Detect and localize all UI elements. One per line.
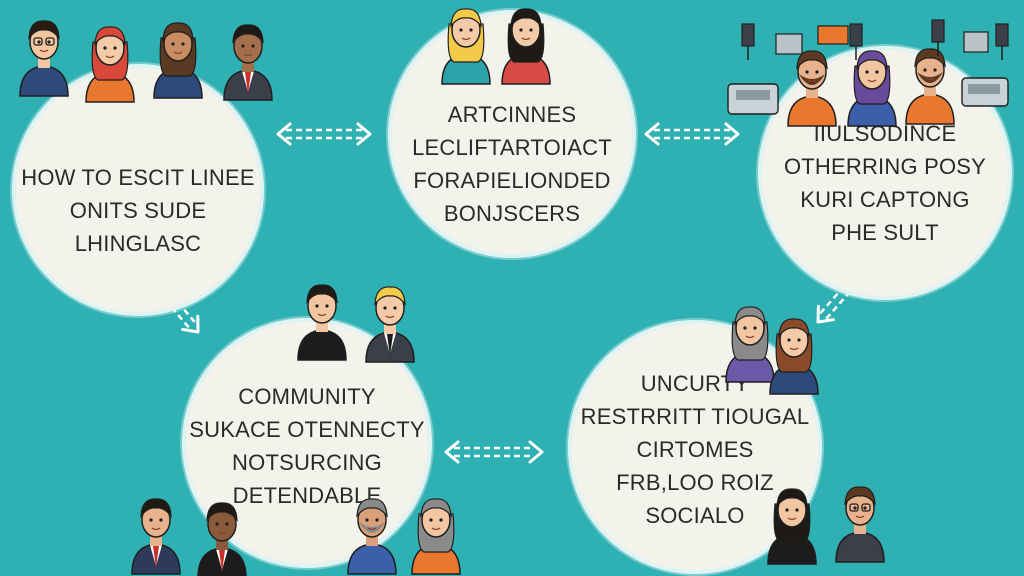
node-text-line: LHINGLASC: [74, 230, 202, 256]
node-text-line: ARTCINNES: [447, 102, 577, 127]
node-text-line: ONITS SUDE: [69, 197, 207, 223]
person-dark-suit-icon: [197, 502, 247, 576]
machine-icon: [727, 77, 1009, 115]
person-brown-hair-icon: [769, 318, 819, 395]
person-beard-icon: [787, 50, 837, 127]
person-glasses-icon: [19, 20, 69, 97]
person-orange-icon: [411, 498, 461, 575]
node-text-line: COMMUNITY: [238, 384, 376, 409]
node-text-line: BONJSCERS: [443, 201, 581, 226]
person-red-tie-icon: [131, 498, 181, 575]
circle-node-artcinnes: ARTCINNES LECLIFTARTOIACT FORAPIELIONDED…: [388, 10, 636, 258]
circle-node-how-to: HOW TO ESCIT LINEE ONITS SUDE LHINGLASC: [12, 64, 264, 316]
person-suit-icon: [223, 24, 273, 101]
node-text-line: SUKACE OTENNECTY: [189, 417, 425, 442]
person-purple-hair-icon: [847, 50, 897, 127]
node-text-line: OTHERRING POSY: [783, 154, 987, 179]
projector-icon: [775, 31, 989, 55]
node-text-line: FORAPIELIONDED: [413, 168, 611, 193]
node-text-line: PHE SULT: [831, 220, 939, 245]
connector-node-2-node-3: [644, 122, 740, 146]
connector-node-4-node-5: [444, 440, 544, 464]
node-text-line: NOTSURCING: [232, 450, 382, 475]
person-long-black-hair-icon: [767, 488, 817, 565]
node-text-line: HOW TO ESCIT LINEE: [21, 164, 255, 190]
node-text-line: KURI CAPTONG: [800, 187, 970, 212]
person-blonde-icon: [441, 8, 491, 85]
node-text-line: RESTRRITT TIOUGAL: [580, 403, 810, 429]
person-black-shirt-icon: [297, 284, 347, 361]
person-blonde-suit-icon: [365, 286, 415, 363]
node-text-line: CIRTOMES: [636, 436, 754, 462]
node-text-line: FRB,LOO ROIZ: [616, 469, 774, 495]
person-red-hair-icon: [85, 26, 135, 103]
connector-node-1-node-2: [276, 122, 372, 146]
node-text: HOW TO ESCIT LINEE ONITS SUDE LHINGLASC: [21, 121, 254, 260]
node-text-line: DETENDABLE: [232, 483, 382, 508]
node-text: ARTCINNES LECLIFTARTOIACT FORAPIELIONDED…: [412, 38, 612, 230]
node-text-line: SOCIALO: [645, 502, 745, 528]
node-text-line: LECLIFTARTOIACT: [412, 135, 612, 160]
lamp-icon: [741, 19, 1009, 60]
person-bald-beard-icon: [347, 498, 397, 575]
person-grey-hair-icon: [725, 306, 775, 383]
person-long-hair-icon: [153, 22, 203, 99]
person-orange-shirt-icon: [905, 48, 955, 125]
node-text: COMMUNITY SUKACE OTENNECTY NOTSURCING DE…: [189, 374, 424, 512]
person-lanyard-icon: [835, 486, 885, 563]
person-dark-hair-icon: [501, 8, 551, 85]
